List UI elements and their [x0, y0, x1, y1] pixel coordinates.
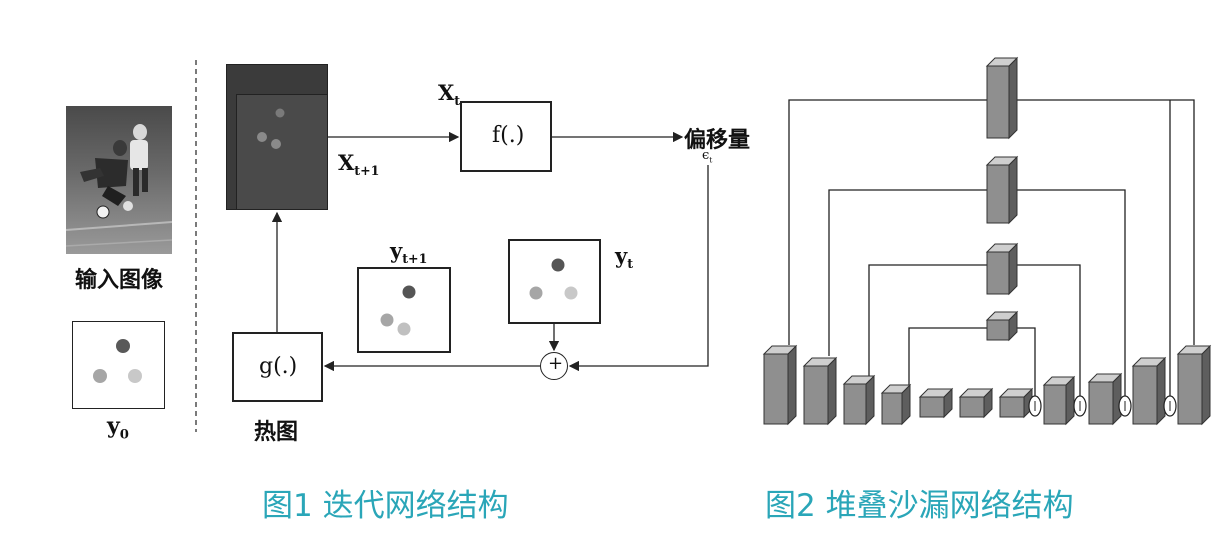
hourglass-block — [998, 387, 1034, 419]
hourglass-block — [1042, 375, 1076, 426]
hourglass-block — [1176, 344, 1212, 426]
offset-label: 偏移量 — [684, 127, 751, 153]
sum-node — [540, 352, 568, 380]
hourglass-block — [842, 374, 876, 426]
heatmap-label: 热图 — [254, 419, 299, 445]
hourglass-block — [985, 56, 1019, 140]
xt-label: Xt — [438, 80, 461, 109]
y0-heatmap-box — [72, 321, 165, 409]
hourglass-block — [762, 344, 798, 426]
fig2-caption: 图2 堆叠沙漏网络结构 — [765, 488, 1074, 524]
input-image-label: 输入图像 — [75, 267, 164, 293]
hourglass-block — [1131, 356, 1167, 426]
f-function-box — [460, 101, 552, 172]
offset-symbol: ϵt — [702, 148, 713, 165]
hourglass-block — [985, 242, 1019, 296]
hourglass-block — [918, 387, 954, 419]
g-function-box — [232, 332, 323, 402]
hourglass-block — [985, 310, 1019, 342]
y0-label: y0 — [107, 413, 129, 443]
g-function-label: g(.) — [259, 354, 298, 379]
xt1-label: Xt+1 — [338, 150, 380, 179]
hourglass-block — [802, 356, 838, 426]
yt1-heatmap-box — [357, 267, 451, 353]
f-function-label: f(.) — [492, 123, 525, 148]
fig1-caption: 图1 迭代网络结构 — [262, 488, 509, 524]
yt-heatmap-box — [508, 239, 601, 324]
hourglass-block — [985, 155, 1019, 225]
hourglass-block — [880, 383, 912, 426]
sum-symbol: + — [548, 353, 564, 374]
yt-label: yt — [615, 243, 634, 272]
hourglass-block — [1087, 372, 1123, 426]
yt1-label: yt+1 — [390, 238, 428, 267]
feature-frame-front — [236, 94, 328, 210]
hourglass-block — [958, 387, 994, 419]
